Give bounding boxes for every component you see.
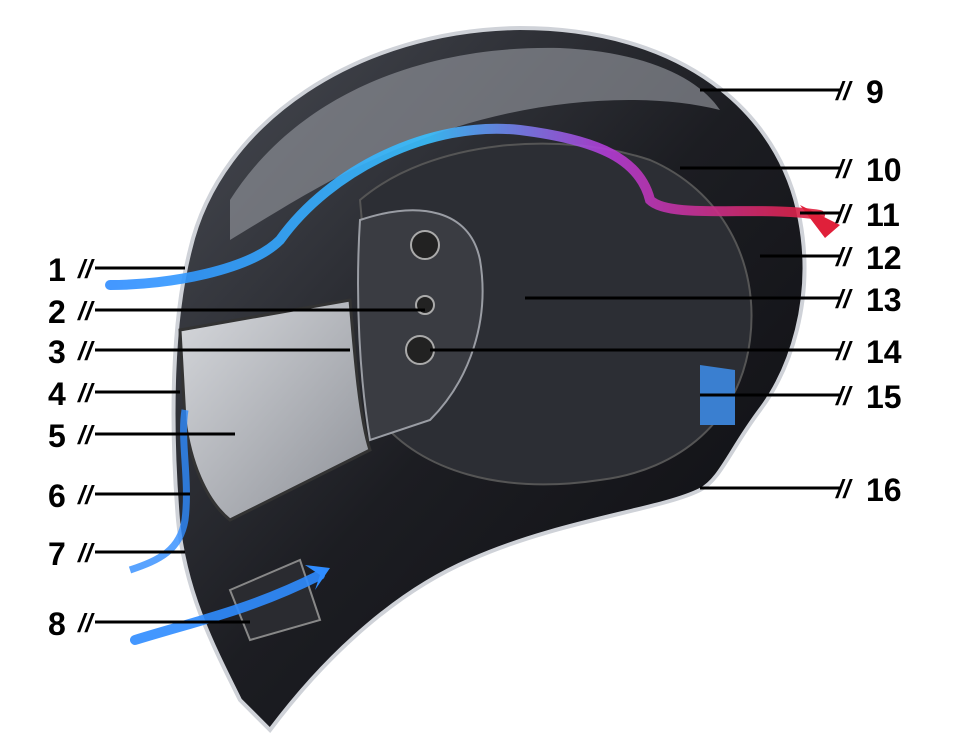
callout-label-13: 13 [866, 282, 902, 318]
callout-separator: // [836, 336, 851, 366]
airflow-chin-2 [130, 570, 325, 645]
callout-label-12: 12 [866, 240, 902, 276]
callout-label-7: 7 [48, 536, 66, 572]
callout-label-8: 8 [48, 606, 66, 642]
callout-label-4: 4 [48, 376, 66, 412]
callout-separator: // [78, 608, 93, 638]
callout-separator: // [78, 296, 93, 326]
callout-separator: // [78, 538, 93, 568]
callout-label-2: 2 [48, 294, 66, 330]
callout-separator: // [78, 336, 93, 366]
callout-separator: // [836, 474, 851, 504]
airflow-top [105, 123, 825, 290]
callout-separator: // [836, 381, 851, 411]
callout-label-16: 16 [866, 472, 902, 508]
callout-separator: // [836, 199, 851, 229]
callout-separator: // [836, 284, 851, 314]
callout-separator: // [836, 76, 851, 106]
callout-separator: // [78, 420, 93, 450]
callout-lines [95, 88, 840, 624]
callout-label-3: 3 [48, 334, 66, 370]
callout-label-15: 15 [866, 379, 902, 415]
callout-label-6: 6 [48, 478, 66, 514]
callout-separator: // [78, 254, 93, 284]
callout-label-1: 1 [48, 252, 66, 288]
airflow-chin-1 [128, 409, 190, 574]
callout-label-9: 9 [866, 74, 884, 110]
visor-mechanism [357, 209, 484, 442]
callout-separator: // [836, 154, 851, 184]
callout-separator: // [78, 378, 93, 408]
visor [178, 298, 372, 522]
callout-label-11: 11 [866, 197, 900, 233]
callout-label-14: 14 [866, 334, 902, 370]
callout-label-10: 10 [866, 152, 902, 188]
shell-top-panel [230, 47, 720, 240]
callout-label-5: 5 [48, 418, 66, 454]
callout-separator: // [836, 242, 851, 272]
callout-separator: // [78, 480, 93, 510]
